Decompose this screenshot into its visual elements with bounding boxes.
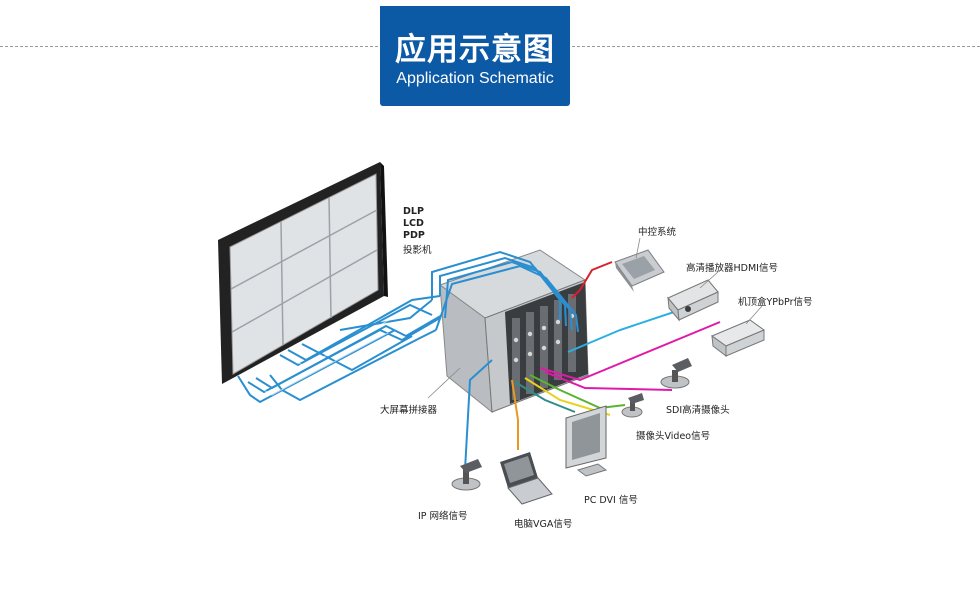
header-divider-left	[0, 46, 378, 47]
display-type-lcd: LCD	[403, 218, 424, 229]
label-pc-dvi: PC DVI 信号	[584, 495, 638, 506]
display-type-dlp: DLP	[403, 206, 424, 217]
display-type-projector: 投影机	[403, 245, 432, 256]
label-ip-network: IP 网络信号	[418, 511, 468, 522]
label-hd-player: 高清播放器HDMI信号	[686, 263, 778, 274]
page-subtitle: Application Schematic	[396, 70, 554, 87]
sdi-camera-device	[660, 358, 692, 389]
hd-player-device	[667, 279, 719, 322]
laptop-device	[500, 452, 553, 505]
wall-cable-bundle	[237, 295, 445, 404]
label-splicer: 大屏幕拼接器	[380, 405, 438, 416]
settop-box-device	[710, 319, 766, 358]
pc-monitor-device	[565, 405, 608, 477]
central-control-device	[614, 249, 665, 292]
splicer-top-cables	[431, 250, 579, 333]
label-settop-box: 机顶盒YPbPr信号	[738, 297, 813, 308]
video-wall	[218, 162, 388, 384]
video-camera-device	[621, 393, 644, 418]
display-type-pdp: PDP	[403, 230, 425, 241]
label-central-control: 中控系统	[638, 227, 677, 238]
label-laptop-vga: 电脑VGA信号	[514, 519, 573, 530]
ip-camera-device	[451, 459, 482, 491]
page-title: 应用示意图	[395, 32, 555, 68]
header-divider-right	[572, 46, 980, 47]
label-video-camera: 摄像头Video信号	[636, 431, 711, 442]
badge-background	[380, 6, 570, 106]
header-badge: 应用示意图 Application Schematic	[380, 6, 570, 106]
label-sdi-camera: SDI高清摄像头	[666, 405, 730, 416]
